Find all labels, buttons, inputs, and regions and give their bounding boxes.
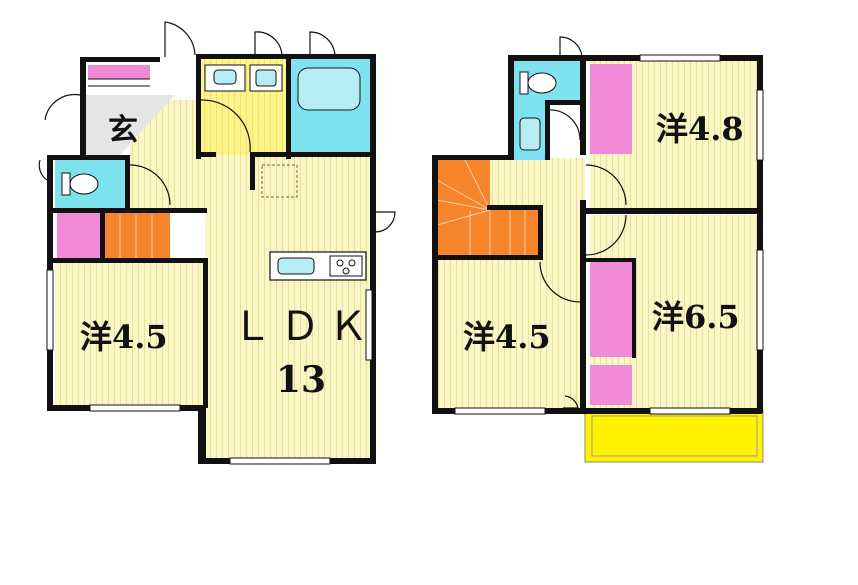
- sink: [277, 257, 315, 275]
- entrance-label: 玄: [108, 113, 138, 148]
- bathtub: [297, 67, 361, 111]
- closet-c: [590, 262, 632, 357]
- ldk-floor: [205, 155, 370, 460]
- room-b-label: 洋4.8: [656, 110, 744, 148]
- western-room-label-floor1: 洋4.5: [80, 318, 168, 356]
- closet: [57, 213, 102, 260]
- room-a-label: 洋4.5: [463, 318, 551, 356]
- entrance-floor: [85, 95, 175, 155]
- washbasin-icon-floor2: [519, 117, 541, 151]
- closet-c2: [590, 365, 632, 405]
- stove: [329, 255, 363, 277]
- washing-machine: [249, 64, 283, 92]
- ldk-size: 13: [276, 359, 326, 401]
- ldk-label: ＬＤＫ: [232, 304, 376, 350]
- second-floor: 洋4.5 洋4.8 洋6.5: [432, 36, 764, 463]
- first-floor: 玄 洋4.5 ＬＤＫ 13: [38, 21, 396, 465]
- shoe-closet: [88, 65, 150, 79]
- toilet-icon: [61, 172, 99, 196]
- room-c-label: 洋6.5: [652, 298, 740, 336]
- western-room-floor: [55, 262, 205, 410]
- stairs: [104, 213, 170, 260]
- toilet-icon-floor2: [519, 71, 557, 95]
- closet-b: [590, 64, 632, 154]
- room-a-floor: [437, 258, 585, 408]
